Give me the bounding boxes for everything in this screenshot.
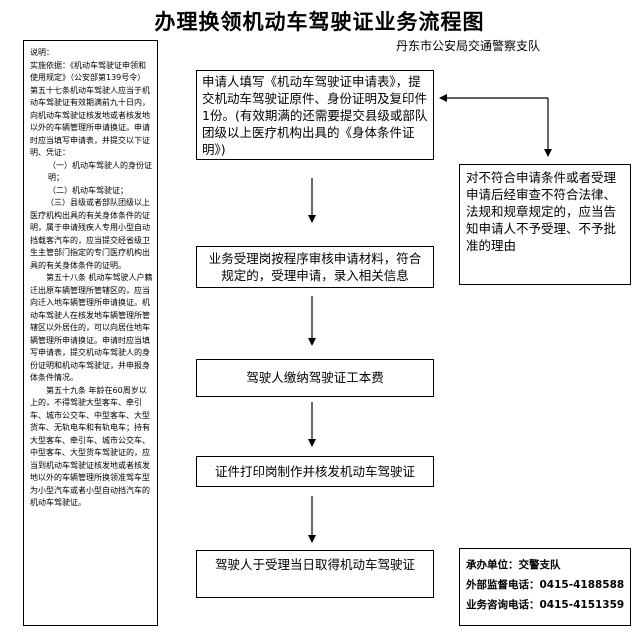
- explanation-panel: 说明： 实施依据：《机动车驾驶证申领和使用规定》（公安部第139号令）第五十七条…: [23, 40, 158, 626]
- issuer-subtitle: 丹东市公安局交通警察支队: [396, 39, 541, 53]
- flow-step-apply: 申请人填写《机动车驾驶证申请表》，提交机动车驾驶证原件、身份证明及复印件1份。(…: [196, 70, 434, 160]
- flow-step-review: 业务受理岗按程序审核申请材料，符合规定的，受理申请，录入相关信息: [196, 246, 434, 288]
- flow-step-text: 申请人填写《机动车驾驶证申请表》，提交机动车驾驶证原件、身份证明及复印件1份。(…: [202, 74, 428, 157]
- page-title: 办理换领机动车驾驶证业务流程图: [154, 10, 485, 34]
- flow-step-pay-fee: 驾驶人缴纳驾驶证工本费: [196, 359, 434, 397]
- explanation-heading: 说明：: [30, 48, 54, 57]
- rejection-notice-text: 对不符合申请条件或者受理申请后经审查不符合法律、法规和规章规定的，应当告知申请人…: [466, 170, 617, 253]
- rejection-notice-box: 对不符合申请条件或者受理申请后经审查不符合法律、法规和规章规定的，应当告知申请人…: [459, 164, 631, 285]
- explanation-paragraph: 第五十八条 机动车驾驶人户籍迁出原车辆管理所管辖区的，应当向迁入地车辆管理所申请…: [30, 273, 153, 382]
- flow-step-text: 证件打印岗制作并核发机动车驾驶证: [214, 464, 415, 479]
- explanation-paragraph: （一）机动车驾驶人的身份证明；: [48, 160, 152, 183]
- explanation-paragraph: 实施依据：《机动车驾驶证申领和使用规定》（公安部第139号令）第五十七条机动车驾…: [30, 60, 150, 158]
- contact-supervision-phone: 外部监督电话：0415-4188588: [466, 579, 625, 591]
- flow-step-print-license: 证件打印岗制作并核发机动车驾驶证: [196, 456, 434, 487]
- flow-step-text: 驾驶人于受理当日取得机动车驾驶证: [214, 557, 415, 572]
- flow-step-text: 驾驶人缴纳驾驶证工本费: [246, 370, 384, 385]
- explanation-paragraph: （二）机动车驾驶证；: [48, 185, 128, 195]
- flow-step-text: 业务受理岗按程序审核申请材料，符合规定的，受理申请，录入相关信息: [208, 251, 422, 283]
- flow-step-receive-license: 驾驶人于受理当日取得机动车驾驶证: [196, 550, 434, 598]
- contact-consult-phone: 业务咨询电话：0415-4151359: [466, 599, 625, 611]
- contact-unit: 承办单位：交警支队: [466, 559, 561, 571]
- contact-info-box: 承办单位：交警支队 外部监督电话：0415-4188588 业务咨询电话：041…: [459, 548, 631, 626]
- explanation-paragraph: 第五十九条 年龄在60周岁以上的，不得驾驶大型客车、牵引车、城市公交车、中型客车…: [30, 385, 150, 508]
- explanation-paragraph: （三）县级或者部队团级以上医疗机构出具的有关身体条件的证明，属于申请残疾人专用小…: [30, 198, 150, 270]
